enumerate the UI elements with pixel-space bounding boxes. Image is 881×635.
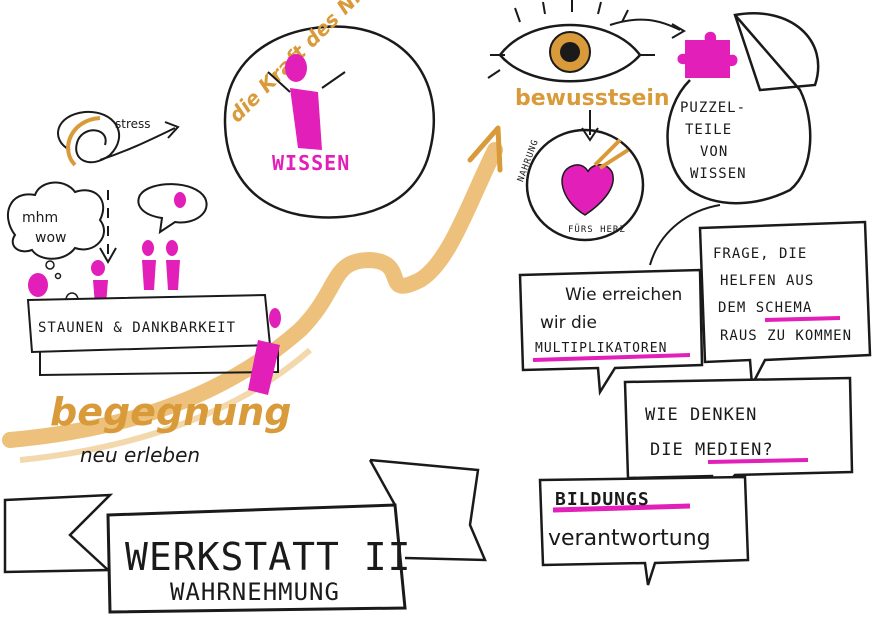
thought-bubble: mhm wow [6, 181, 105, 280]
climbing-figure [248, 308, 281, 395]
eye-icon [487, 0, 655, 83]
frage-line-1: FRAGE, DIE [713, 246, 807, 262]
puzzle-line-3: VON [700, 144, 728, 160]
swoosh-arrow-icon [2, 125, 503, 463]
stress-spiral: stress [57, 110, 180, 167]
title-ribbon: WERKSTATT II WAHRNEHMUNG [3, 458, 487, 614]
multiplikatoren-box: Wie erreichen wir die MULTIPLIKATOREN [518, 268, 704, 396]
puzzle-line-4: WISSEN [690, 166, 747, 182]
staunen-label: STAUNEN & DANKBARKEIT [38, 320, 236, 336]
title-line-2: WAHRNEHMUNG [170, 578, 340, 606]
dashed-arrow-icon [99, 190, 117, 265]
bildung-line-1: BILDUNGS [555, 489, 650, 510]
kraft-circle: die Kraft des Nicht WISSEN [223, 0, 435, 219]
medien-line-1: WIE DENKEN [645, 405, 757, 425]
bildung-box: BILDUNGS verantwortung [538, 475, 750, 586]
staunen-banner: STAUNEN & DANKBARKEIT [26, 293, 279, 377]
bildung-line-2: verantwortung [548, 526, 711, 551]
bubble-wow: wow [35, 230, 66, 246]
fuers-herz-label: FÜRS HERZ [568, 224, 626, 235]
herz-circle: NAHRUNG FÜRS HERZ [516, 128, 645, 242]
medien-line-2: DIE MEDIEN? [650, 440, 774, 460]
people-figures [28, 192, 186, 330]
title-line-1: WERKSTATT II [125, 535, 412, 579]
bewusstsein-label: bewusstsein [515, 86, 670, 111]
arrow-icon [609, 18, 681, 31]
puzzle-line-1: PUZZEL- [680, 100, 746, 116]
puzzle-head: PUZZEL- TEILE VON WISSEN [649, 12, 820, 266]
bubble-mhm: mhm [22, 210, 58, 226]
wissen-label: WISSEN [272, 151, 350, 175]
puzzle-line-2: TEILE [685, 122, 732, 138]
frage-line-4: RAUS ZU KOMMEN [720, 328, 852, 344]
multi-line-3: MULTIPLIKATOREN [535, 341, 667, 356]
speech-bubble [137, 183, 208, 235]
stress-label: stress [115, 117, 151, 131]
neu-erleben-label: neu erleben [80, 443, 200, 467]
person-icon [267, 54, 346, 150]
multi-line-2: wir die [540, 313, 597, 333]
puzzle-icon [677, 31, 738, 78]
medien-box: WIE DENKEN DIE MEDIEN? [623, 376, 854, 504]
begegnung-label: begegnung [50, 390, 292, 434]
heart-icon [561, 138, 630, 216]
multi-line-1: Wie erreichen [565, 285, 682, 305]
frage-line-3: DEM SCHEMA [718, 300, 812, 316]
frage-line-2: HELFEN AUS [720, 273, 814, 289]
frage-box: FRAGE, DIE HELFEN AUS DEM SCHEMA RAUS ZU… [698, 220, 872, 390]
